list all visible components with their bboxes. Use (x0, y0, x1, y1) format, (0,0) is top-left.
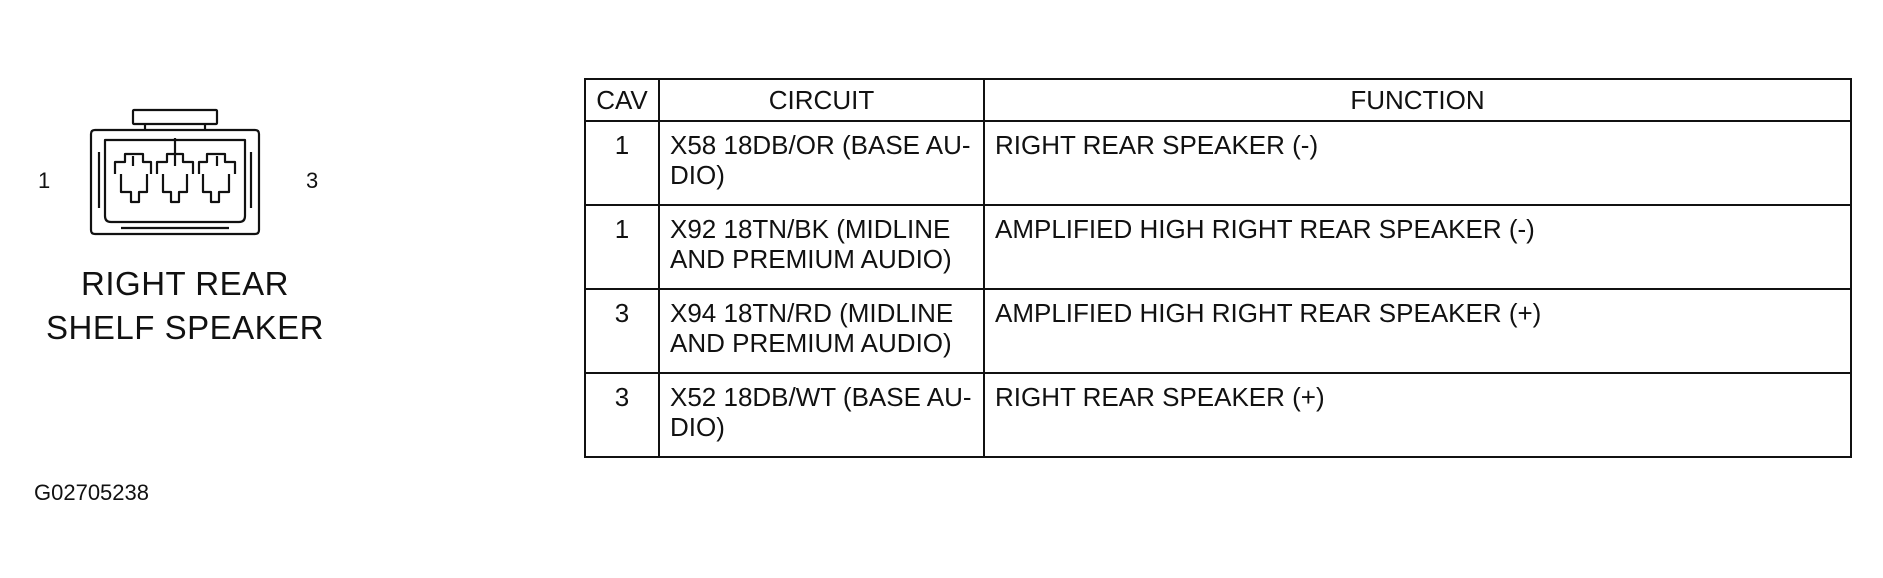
function-cell: AMPLIFIED HIGH RIGHT REAR SPEAKER (+) (983, 288, 1852, 374)
function-cell: RIGHT REAR SPEAKER (+) (983, 372, 1852, 458)
circuit-line: AND PREMIUM AUDIO) (670, 328, 952, 358)
circuit-line: X52 18DB/WT (BASE AU- (670, 382, 972, 412)
cavity-1 (113, 152, 153, 204)
connector-face-diagram (89, 108, 261, 236)
cav-cell: 1 (584, 204, 660, 290)
connector-name-line1: RIGHT REAR (81, 265, 289, 302)
circuit-line: X92 18TN/BK (MIDLINE (670, 214, 951, 244)
function-cell: AMPLIFIED HIGH RIGHT REAR SPEAKER (-) (983, 204, 1852, 290)
table-row: 1 X92 18TN/BK (MIDLINE AND PREMIUM AUDIO… (584, 204, 1852, 290)
table-header-row: CAV CIRCUIT FUNCTION (584, 78, 1852, 122)
table-row: 1 X58 18DB/OR (BASE AU- DIO) RIGHT REAR … (584, 120, 1852, 206)
header-circuit: CIRCUIT (658, 78, 985, 122)
circuit-line: AND PREMIUM AUDIO) (670, 244, 952, 274)
pin-number-right: 3 (306, 168, 319, 193)
cavity-3 (197, 152, 237, 204)
pinout-table: CAV CIRCUIT FUNCTION 1 X58 18DB/OR (BASE… (584, 78, 1852, 458)
connector-latch (131, 108, 219, 126)
header-cav: CAV (584, 78, 660, 122)
cav-cell: 3 (584, 372, 660, 458)
table-row: 3 X94 18TN/RD (MIDLINE AND PREMIUM AUDIO… (584, 288, 1852, 374)
cav-cell: 3 (584, 288, 660, 374)
circuit-line: DIO) (670, 412, 725, 442)
circuit-line: X58 18DB/OR (BASE AU- (670, 130, 971, 160)
circuit-cell: X58 18DB/OR (BASE AU- DIO) (658, 120, 985, 206)
figure-id: G02705238 (34, 480, 149, 505)
circuit-line: DIO) (670, 160, 725, 190)
connector-name-line2: SHELF SPEAKER (46, 309, 324, 346)
circuit-cell: X92 18TN/BK (MIDLINE AND PREMIUM AUDIO) (658, 204, 985, 290)
circuit-cell: X94 18TN/RD (MIDLINE AND PREMIUM AUDIO) (658, 288, 985, 374)
connector-name: RIGHT REAR SHELF SPEAKER (40, 262, 330, 350)
circuit-line: X94 18TN/RD (MIDLINE (670, 298, 954, 328)
header-function: FUNCTION (983, 78, 1852, 122)
function-cell: RIGHT REAR SPEAKER (-) (983, 120, 1852, 206)
circuit-cell: X52 18DB/WT (BASE AU- DIO) (658, 372, 985, 458)
connector-housing (89, 128, 261, 236)
table-row: 3 X52 18DB/WT (BASE AU- DIO) RIGHT REAR … (584, 372, 1852, 458)
cav-cell: 1 (584, 120, 660, 206)
pin-number-left: 1 (38, 168, 51, 193)
